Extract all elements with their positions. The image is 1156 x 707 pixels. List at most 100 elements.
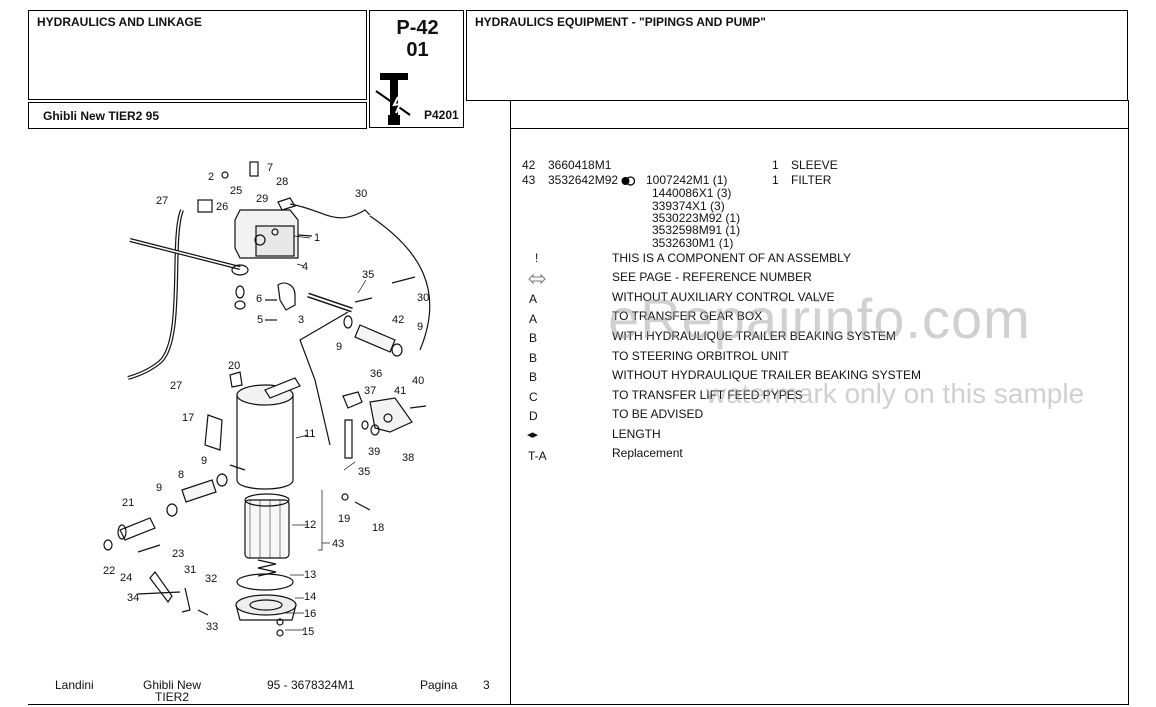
callout-label: 9	[201, 455, 207, 467]
watermark-notice: watermark only on this sample	[706, 378, 1085, 409]
callout-label: 1	[314, 232, 320, 244]
legend-text: WITHOUT HYDRAULIQUE TRAILER BEAKING SYST…	[612, 368, 921, 382]
group-title: HYDRAULICS EQUIPMENT - "PIPINGS AND PUMP…	[475, 15, 766, 29]
legend-key: D	[529, 409, 538, 423]
callout-label: 34	[127, 592, 139, 604]
callout-label: 30	[417, 292, 429, 304]
part-number: 3660418M1	[548, 158, 612, 172]
legend-text: TO TRANSFER LIFT FEED PYPES	[612, 388, 803, 402]
page-code-line2: 01	[406, 39, 429, 61]
callout-label: 20	[228, 360, 240, 372]
legend-key: !	[535, 251, 539, 265]
legend-key: A	[529, 312, 538, 326]
legend-key: B	[529, 351, 538, 365]
right-border	[1128, 100, 1129, 705]
exploded-parts-diagram: 1 2 3 4 5 6 7 8 9 9 9 9 11 12 13 14 15 1…	[103, 161, 431, 638]
column-divider	[510, 100, 511, 705]
callout-label: 19	[338, 513, 350, 525]
legend-text: Replacement	[612, 446, 683, 460]
legend-text: WITH HYDRAULIQUE TRAILER BEAKING SYSTEM	[612, 329, 896, 343]
legend-text: TO STEERING ORBITROL UNIT	[612, 349, 789, 363]
callout-label: 4	[302, 261, 308, 273]
subpart: 3532598M91 (1)	[652, 223, 741, 237]
callout-label: 26	[216, 201, 228, 213]
callout-label: 41	[394, 385, 406, 397]
callout-label: 8	[178, 469, 184, 481]
callout-label: 29	[256, 193, 268, 205]
callout-label: 43	[332, 538, 344, 550]
legend-key: C	[529, 390, 538, 404]
part-qty: 1	[772, 173, 779, 187]
footer-model-line2: TIER2	[155, 690, 190, 704]
footer-page-label: Pagina	[420, 678, 458, 692]
watermark-logo: eRepairinfo.com	[608, 287, 1031, 350]
assembly-icon	[621, 176, 635, 186]
callout-label: 3	[298, 314, 304, 326]
callout-label: 14	[304, 591, 316, 603]
legend-text: TO BE ADVISED	[612, 407, 704, 421]
part-description: SLEEVE	[791, 158, 838, 172]
callout-label: 16	[304, 608, 316, 620]
callout-label: 5	[257, 314, 263, 326]
subpart: 1440086X1 (3)	[652, 186, 732, 200]
callout-label: 28	[276, 176, 288, 188]
legend-key: T-A	[528, 449, 547, 463]
section-title: HYDRAULICS AND LINKAGE	[37, 15, 202, 29]
legend-text: TO TRANSFER GEAR BOX	[612, 309, 763, 323]
subpart: 1007242M1 (1)	[646, 173, 728, 187]
callout-label: 25	[230, 185, 242, 197]
callout-label: 15	[302, 626, 314, 638]
callout-label: 9	[336, 341, 342, 353]
subpart: 3530223M92 (1)	[652, 211, 741, 225]
footer-model-line1: Ghibli New	[143, 678, 202, 692]
callout-label: 31	[184, 564, 196, 576]
callout-label: 27	[170, 380, 182, 392]
part-ref: 42	[522, 158, 536, 172]
legend-text: WITHOUT AUXILIARY CONTROL VALVE	[612, 290, 835, 304]
part-ref: 43	[522, 173, 536, 187]
callout-label: 32	[205, 573, 217, 585]
subpart: 3532630M1 (1)	[652, 236, 734, 250]
callout-label: 39	[368, 446, 380, 458]
callout-label: 24	[120, 572, 132, 584]
footer-doc-ref: 95 - 3678324M1	[267, 678, 355, 692]
legend-text: SEE PAGE - REFERENCE NUMBER	[612, 270, 812, 284]
subpart: 339374X1 (3)	[652, 199, 725, 213]
callout-label: 37	[364, 385, 376, 397]
legend-text: LENGTH	[612, 427, 661, 441]
callout-label: 2	[208, 171, 214, 183]
page-code-box: P-42 01 P4201	[369, 10, 464, 128]
callout-label: 17	[182, 412, 194, 424]
footer-brand: Landini	[55, 678, 94, 692]
part-description: FILTER	[791, 173, 832, 187]
callout-label: 9	[417, 321, 423, 333]
legend-key: B	[529, 370, 538, 384]
callout-label: 23	[172, 548, 184, 560]
callout-label: 13	[304, 569, 316, 581]
legend-key: B	[529, 331, 538, 345]
model-name: Ghibli New TIER2 95	[43, 109, 160, 123]
callout-label: 11	[304, 428, 315, 440]
legend-text: THIS IS A COMPONENT OF AN ASSEMBLY	[612, 251, 851, 265]
model-box: Ghibli New TIER2 95	[28, 102, 367, 129]
callout-label: 9	[156, 482, 162, 494]
callout-label: 22	[103, 565, 115, 577]
callout-label: 36	[370, 368, 382, 380]
footer-rule	[28, 704, 1129, 705]
group-title-box: HYDRAULICS EQUIPMENT - "PIPINGS AND PUMP…	[466, 10, 1128, 101]
callout-label: 27	[156, 195, 168, 207]
legend-key: A	[529, 292, 538, 306]
callout-label: 42	[392, 314, 404, 326]
callout-label: 35	[362, 269, 374, 281]
section-title-box: HYDRAULICS AND LINKAGE	[28, 10, 367, 100]
hydraulic-group-icon	[375, 73, 411, 125]
callout-label: 18	[372, 522, 384, 534]
callout-label: 21	[122, 497, 134, 509]
callout-label: 7	[267, 162, 273, 174]
part-qty: 1	[772, 158, 779, 172]
length-icon: ◂▸	[527, 429, 539, 441]
callout-label: 30	[355, 188, 367, 200]
callout-label: 33	[206, 621, 218, 633]
footer-page-number: 3	[483, 678, 490, 692]
callout-label: 6	[256, 293, 262, 305]
